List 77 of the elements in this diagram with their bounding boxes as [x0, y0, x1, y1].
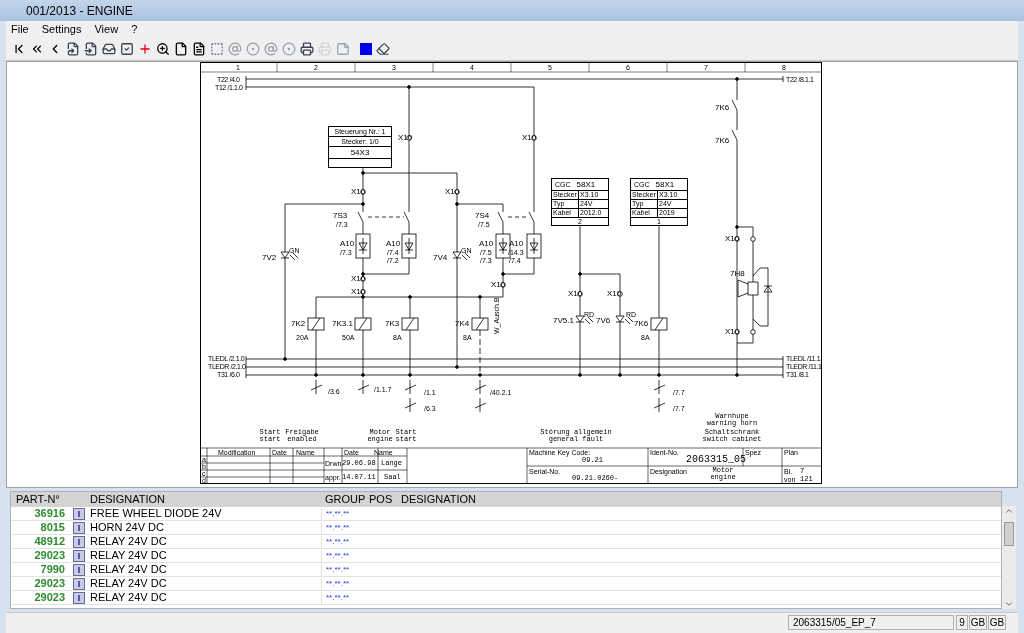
terminal-label: X10 — [607, 290, 622, 298]
component-label: 7K3.1 — [332, 320, 353, 328]
component-label: 7V2 — [262, 254, 277, 262]
part-number: 8015 — [39, 520, 66, 536]
terminal-label: X10 — [568, 290, 583, 298]
part-number: 29023 — [33, 576, 66, 592]
component-label: 7S3 — [333, 212, 348, 220]
box-text: 54X3 — [350, 148, 370, 157]
component-label: 7V6 — [596, 317, 611, 325]
part-designation: FREE WHEEL DIODE 24V — [89, 506, 223, 522]
column-header: DESIGNATION — [89, 492, 166, 508]
component-label: 7K6 — [715, 137, 730, 145]
info-button: I — [73, 577, 85, 590]
component-label: A10 — [479, 240, 494, 248]
status-field: 2063315/05_EP_7 — [788, 615, 954, 630]
window-title: 001/2013 - ENGINE — [26, 2, 133, 20]
part-number: 29023 — [33, 590, 66, 606]
part-designation: RELAY 24V DC — [89, 590, 168, 606]
component-label: A10 — [386, 240, 401, 248]
group-code: **.**.** — [321, 563, 365, 576]
menu-item: ? — [131, 22, 138, 38]
drawing-number: 2063315_05 — [686, 455, 746, 465]
component-label: 7H8 — [730, 270, 745, 278]
info-button: I — [73, 549, 85, 562]
info-button: I — [73, 563, 85, 576]
info-button: I — [73, 507, 85, 520]
menu-item: File — [11, 22, 29, 38]
terminal-label: X10 — [445, 188, 460, 196]
part-number: 48912 — [33, 534, 66, 550]
part-designation: RELAY 24V DC — [89, 534, 168, 550]
component-label: 7V4 — [433, 254, 448, 262]
group-code: **.**.** — [321, 535, 365, 548]
info-button: I — [73, 521, 85, 534]
part-number: 36916 — [33, 506, 66, 522]
part-number: 7990 — [39, 562, 66, 578]
column-header: GROUP — [324, 492, 365, 508]
component-label: A10 — [340, 240, 355, 248]
component-label: 7K3 — [385, 320, 400, 328]
status-field: 9 — [956, 615, 968, 630]
group-code: **.**.** — [321, 549, 365, 562]
part-designation: RELAY 24V DC — [89, 576, 168, 592]
column-header: DESIGNATION — [400, 492, 476, 508]
column-header: POS — [368, 492, 394, 508]
info-button: I — [73, 535, 85, 548]
component-label: A10 — [509, 240, 524, 248]
part-designation: RELAY 24V DC — [89, 562, 168, 578]
component-label: 7S4 — [475, 212, 490, 220]
terminal-label: X10 — [351, 288, 366, 296]
component-label: 7K4 — [455, 320, 470, 328]
component-label: 7K6 — [715, 104, 730, 112]
info-button: I — [73, 591, 85, 604]
terminal-label: X10 — [351, 188, 366, 196]
terminal-label: X10 — [725, 235, 740, 243]
component-label: 7K6 — [634, 320, 649, 328]
status-field: GB — [969, 615, 987, 630]
column-header: PART-N° — [15, 492, 61, 508]
terminal-label: X10 — [725, 328, 740, 336]
menu-item: Settings — [41, 22, 82, 38]
menu-item: View — [94, 22, 119, 38]
part-designation: RELAY 24V DC — [89, 548, 168, 564]
connector-info-box — [551, 178, 609, 226]
terminal-label: X10 — [491, 281, 506, 289]
group-code: **.**.** — [321, 507, 365, 520]
part-designation: HORN 24V DC — [89, 520, 165, 536]
group-code: **.**.** — [321, 521, 365, 534]
box-text: 58X1 — [655, 180, 675, 189]
status-field: GB — [988, 615, 1006, 630]
terminal-label: X10 — [351, 275, 366, 283]
connector-info-box — [630, 178, 688, 226]
box-text: 58X1 — [576, 180, 596, 189]
connector-info-box — [328, 126, 392, 168]
component-label: 7V5.1 — [553, 317, 574, 325]
component-label: 7K2 — [291, 320, 306, 328]
terminal-label: X10 — [522, 134, 537, 142]
group-code: **.**.** — [321, 591, 365, 604]
part-number: 29023 — [33, 548, 66, 564]
group-code: **.**.** — [321, 577, 365, 590]
